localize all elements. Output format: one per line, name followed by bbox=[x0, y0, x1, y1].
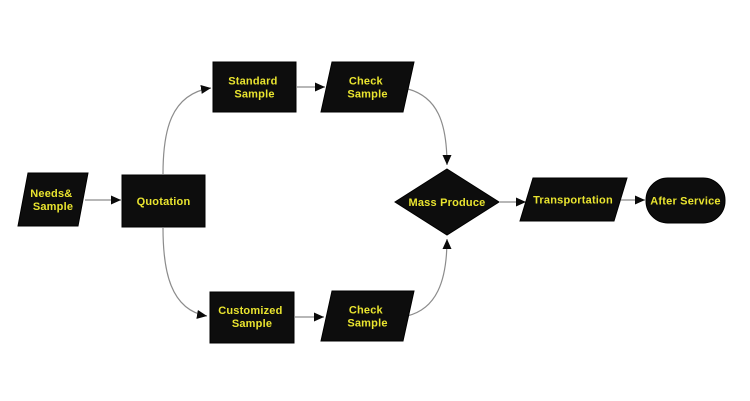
parallelogram-shape bbox=[17, 172, 89, 227]
node-after-service: After Service bbox=[645, 177, 726, 224]
rectangle-shape bbox=[212, 61, 297, 113]
node-standard-sample-label: Standard Sample bbox=[228, 76, 281, 101]
node-transportation-label: Transportation bbox=[533, 195, 613, 207]
parallelogram-shape bbox=[519, 177, 628, 222]
edge-check-sample-bottom-to-mass-produce bbox=[406, 238, 452, 317]
node-quotation: Quotation bbox=[121, 174, 206, 228]
node-check-sample-top-label: Check Sample bbox=[347, 76, 387, 101]
parallelogram-shape bbox=[320, 61, 415, 113]
node-customized-sample: Customized Sample bbox=[209, 291, 295, 344]
terminator-shape bbox=[645, 177, 726, 224]
node-quotation-label: Quotation bbox=[137, 196, 191, 208]
edge-check-sample-top-to-mass-produce bbox=[407, 88, 452, 166]
node-needs-sample: Needs& Sample bbox=[17, 172, 89, 227]
node-customized-sample-label: Customized Sample bbox=[218, 305, 286, 330]
node-standard-sample: Standard Sample bbox=[212, 61, 297, 113]
node-mass-produce-label: Mass Produce bbox=[409, 197, 486, 209]
edge-quotation-to-standard-sample bbox=[162, 85, 212, 175]
rectangle-shape bbox=[121, 174, 206, 228]
node-transportation: Transportation bbox=[519, 177, 628, 222]
node-mass-produce: Mass Produce bbox=[394, 168, 500, 236]
edge-quotation-to-customized-sample bbox=[162, 227, 208, 319]
rectangle-shape bbox=[209, 291, 295, 344]
connectors bbox=[85, 82, 645, 322]
node-after-service-label: After Service bbox=[650, 196, 720, 208]
node-check-sample-top: Check Sample bbox=[320, 61, 415, 113]
node-needs-sample-label: Needs& Sample bbox=[30, 188, 75, 213]
parallelogram-shape bbox=[320, 290, 415, 342]
diamond-shape bbox=[394, 168, 500, 236]
node-check-sample-bottom-label: Check Sample bbox=[347, 305, 387, 330]
node-check-sample-bottom: Check Sample bbox=[320, 290, 415, 342]
